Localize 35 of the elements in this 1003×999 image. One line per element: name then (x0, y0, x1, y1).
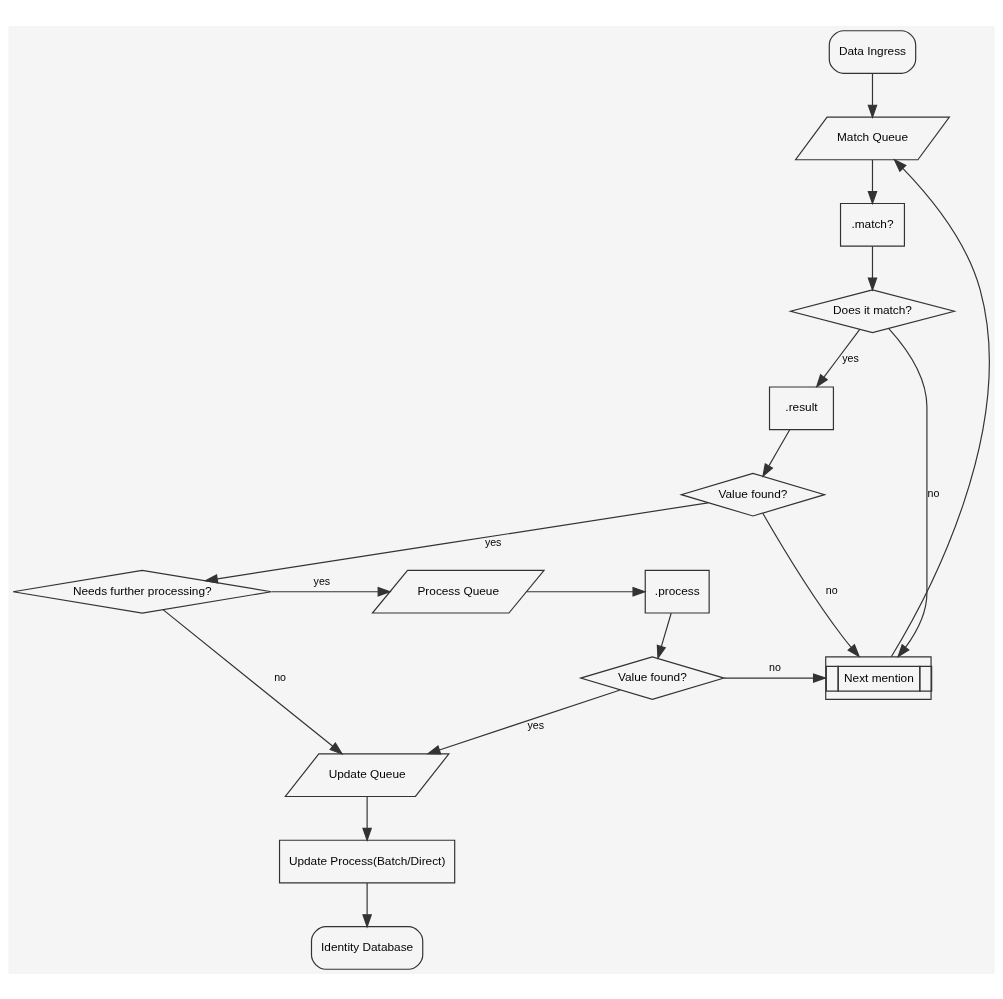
node-diamond: Does it match? (788, 288, 957, 333)
arrow (203, 501, 709, 584)
node-box: Update Process(Batch/Direct) (278, 839, 456, 883)
node-box: Identity Database (310, 925, 424, 970)
edge-label: yes (842, 351, 859, 364)
node-diamond: Needs further processing? (12, 569, 272, 614)
arrow (723, 672, 828, 683)
arrow (867, 245, 878, 292)
arrow (526, 586, 647, 597)
node-diamond: Value found? (578, 655, 727, 700)
node-box: .process (644, 569, 710, 614)
node-box: .result (768, 385, 834, 430)
arrow (162, 608, 344, 755)
arrow (815, 328, 861, 388)
arrow (888, 327, 928, 658)
arrow (426, 688, 621, 755)
node-diamond: Value found? (679, 472, 827, 517)
edge-label: yes (527, 718, 545, 731)
edge-label: yes (484, 535, 502, 548)
arrow (762, 428, 791, 478)
edge-label: no (825, 583, 838, 596)
edge-label: no (274, 670, 287, 683)
arrow (890, 158, 990, 657)
arrow (362, 795, 373, 842)
arrow (762, 512, 861, 658)
edge-label: yes (313, 574, 331, 587)
node-box: Data Ingress (828, 29, 917, 74)
edge-label: no (769, 660, 781, 673)
arrow (656, 612, 672, 660)
node-box: .match? (839, 202, 906, 247)
edge-label: no (927, 486, 940, 499)
arrow (271, 586, 392, 597)
arrow (867, 158, 878, 205)
arrow (362, 882, 373, 928)
arrow (867, 72, 878, 119)
